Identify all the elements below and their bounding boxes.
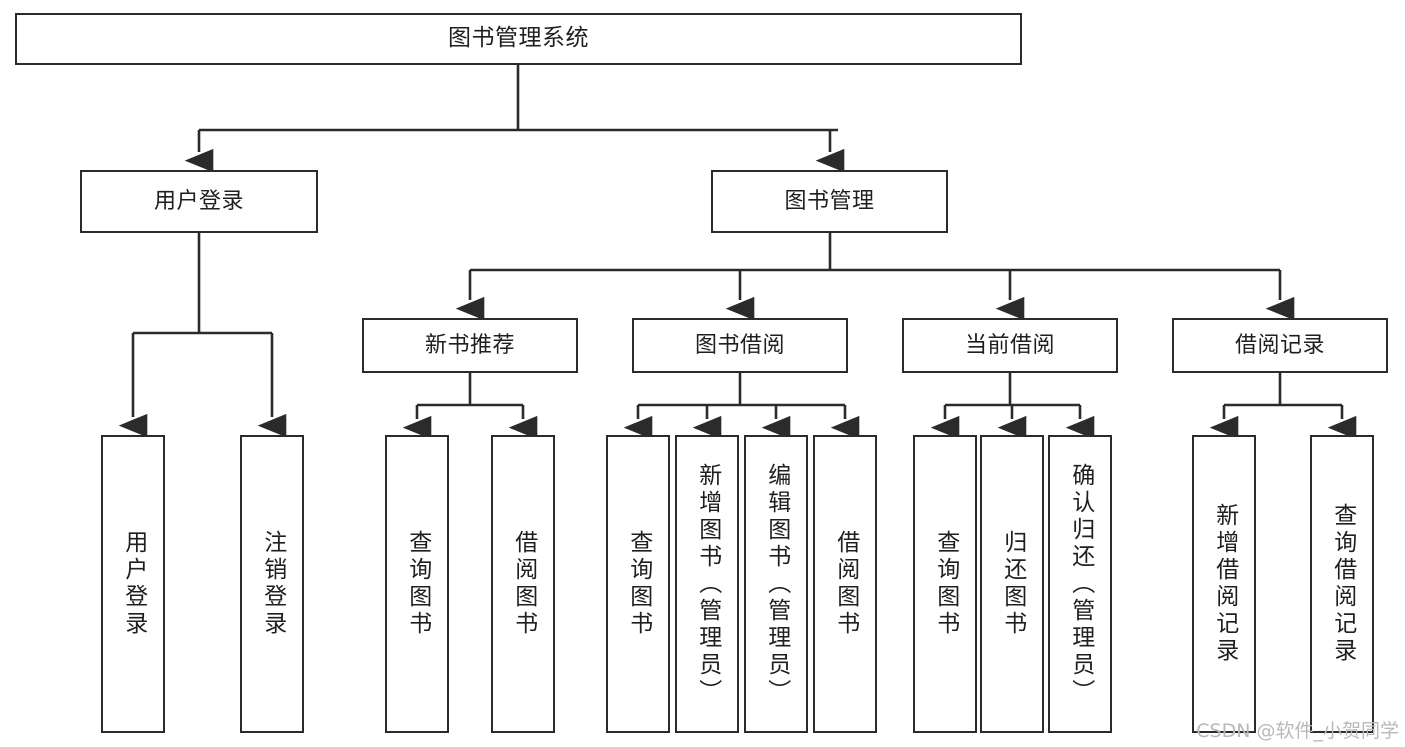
csdn-watermark: CSDN @软件_小贺同学 <box>1196 720 1399 742</box>
leaf-current-borrow-query[interactable]: 查询图书 <box>913 435 977 733</box>
node-book-borrow[interactable]: 图书借阅 <box>632 318 848 373</box>
node-label: 查询图书 <box>932 530 959 638</box>
leaf-new-book-borrow[interactable]: 借阅图书 <box>491 435 555 733</box>
node-label: 新增借阅记录 <box>1211 503 1238 665</box>
leaf-current-borrow-return[interactable]: 归还图书 <box>980 435 1044 733</box>
node-label: 新书推荐 <box>424 332 515 358</box>
node-label: 图书管理 <box>784 188 875 214</box>
node-label: 查询图书 <box>625 530 652 638</box>
leaf-current-borrow-confirm-return[interactable]: 确认归还（管理员） <box>1048 435 1112 733</box>
node-user-login[interactable]: 用户登录 <box>80 170 318 233</box>
leaf-book-borrow-borrow[interactable]: 借阅图书 <box>813 435 877 733</box>
node-borrow-record[interactable]: 借阅记录 <box>1172 318 1388 373</box>
node-label: 归还图书 <box>999 530 1026 638</box>
node-label: 图书管理系统 <box>448 25 589 52</box>
node-label: 查询借阅记录 <box>1329 503 1356 665</box>
leaf-book-borrow-query[interactable]: 查询图书 <box>606 435 670 733</box>
node-label: 编辑图书（管理员） <box>763 462 790 706</box>
node-label: 图书借阅 <box>694 332 785 358</box>
leaf-user-login-logout[interactable]: 注销登录 <box>240 435 304 733</box>
node-label: 确认归还（管理员） <box>1067 462 1094 706</box>
leaf-borrow-record-add[interactable]: 新增借阅记录 <box>1192 435 1256 733</box>
node-root-system[interactable]: 图书管理系统 <box>15 13 1022 65</box>
leaf-new-book-query[interactable]: 查询图书 <box>385 435 449 733</box>
node-label: 查询图书 <box>404 530 431 638</box>
leaf-user-login-login[interactable]: 用户登录 <box>101 435 165 733</box>
leaf-book-borrow-add[interactable]: 新增图书（管理员） <box>675 435 739 733</box>
node-current-borrow[interactable]: 当前借阅 <box>902 318 1118 373</box>
node-label: 借阅图书 <box>832 530 859 638</box>
leaf-borrow-record-query[interactable]: 查询借阅记录 <box>1310 435 1374 733</box>
node-book-management[interactable]: 图书管理 <box>711 170 948 233</box>
node-label: 用户登录 <box>153 188 244 214</box>
node-new-book-recommend[interactable]: 新书推荐 <box>362 318 578 373</box>
leaf-book-borrow-edit[interactable]: 编辑图书（管理员） <box>744 435 808 733</box>
node-label: 借阅图书 <box>510 530 537 638</box>
node-label: 新增图书（管理员） <box>694 462 721 706</box>
node-label: 当前借阅 <box>964 332 1055 358</box>
node-label: 用户登录 <box>120 530 147 638</box>
node-label: 注销登录 <box>259 530 286 638</box>
node-label: 借阅记录 <box>1234 332 1325 358</box>
